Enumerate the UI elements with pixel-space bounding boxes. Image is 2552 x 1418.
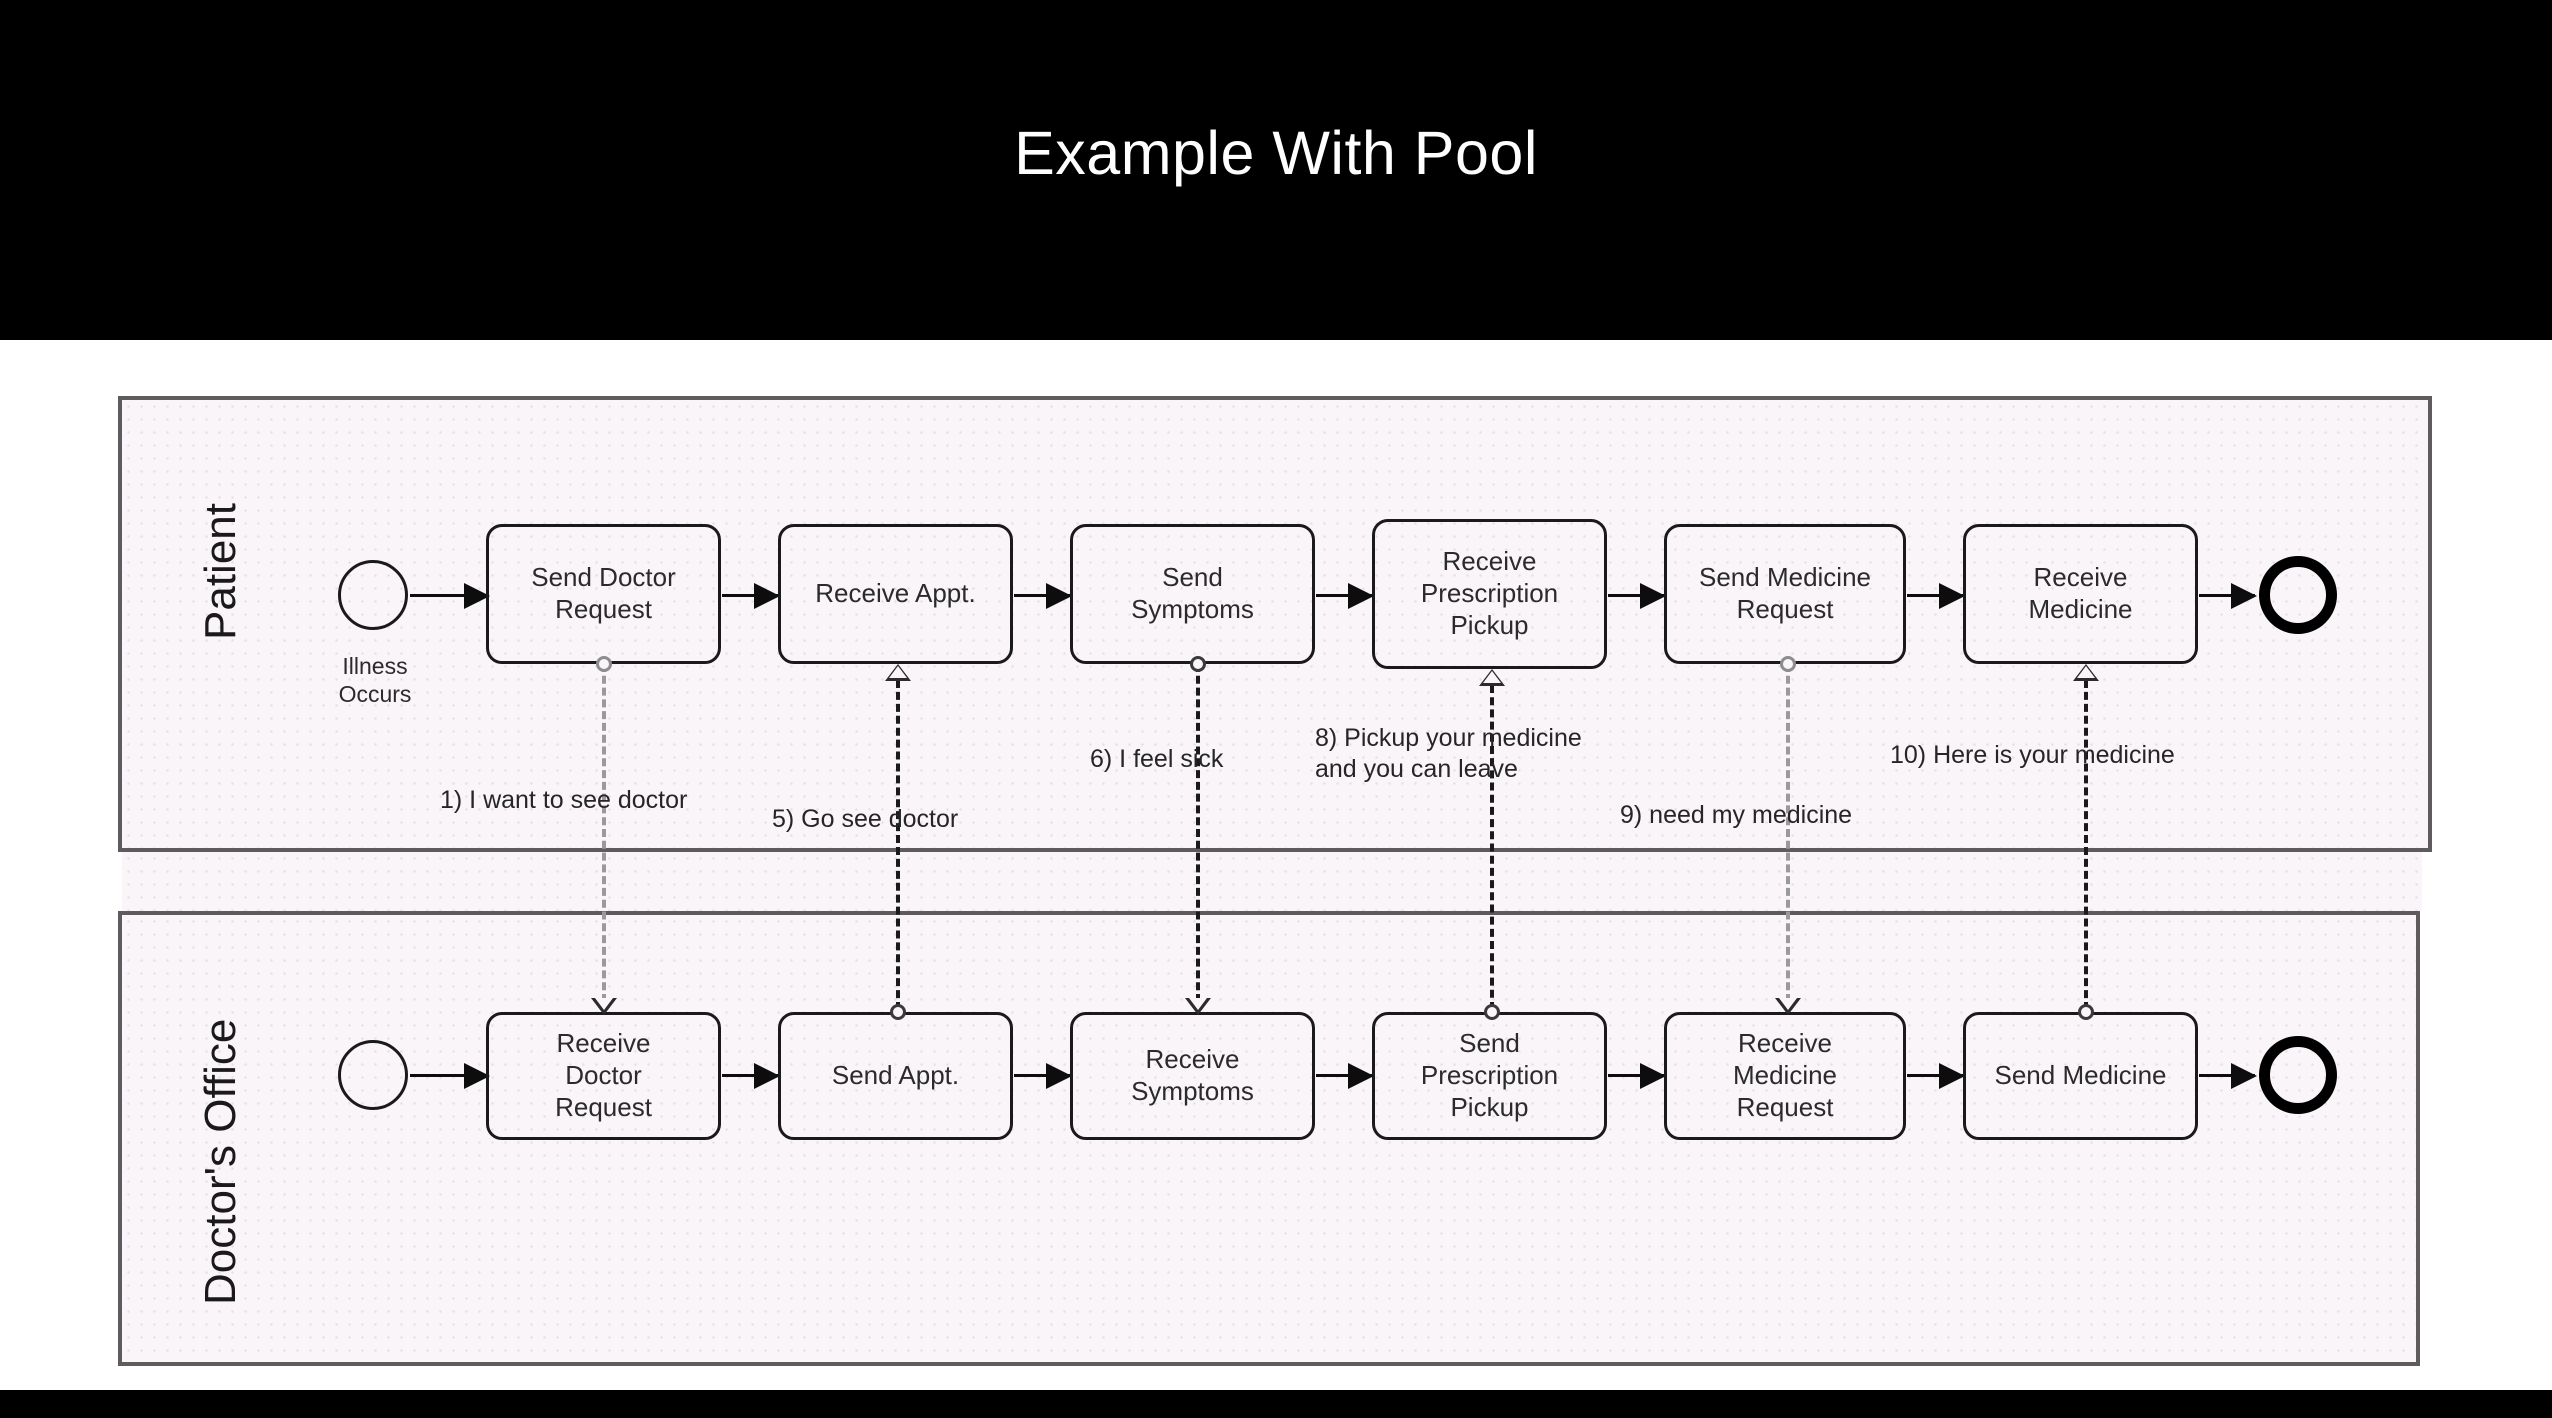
seq-flow-d6 <box>2199 1063 2257 1089</box>
message-flow-1-line <box>602 664 606 1002</box>
seq-flow-p3 <box>1316 583 1374 609</box>
seq-flow-p0 <box>410 583 490 609</box>
message-flow-6-source-icon <box>1190 656 1206 672</box>
doctors-office-end-event[interactable] <box>2259 1036 2337 1114</box>
task-doctor-send-appt[interactable]: Send Appt. <box>778 1012 1013 1140</box>
seq-flow-p6 <box>2199 583 2257 609</box>
patient-start-event[interactable] <box>338 560 408 630</box>
task-patient-send-medicine-request[interactable]: Send Medicine Request <box>1664 524 1906 664</box>
task-patient-send-doctor-request[interactable]: Send Doctor Request <box>486 524 721 664</box>
task-patient-receive-appt[interactable]: Receive Appt. <box>778 524 1013 664</box>
task-doctor-receive-doctor-request[interactable]: Receive Doctor Request <box>486 1012 721 1140</box>
message-flow-6-label: 6) I feel sick <box>1090 745 1224 773</box>
task-doctor-send-prescription-pickup[interactable]: Send Prescription Pickup <box>1372 1012 1607 1140</box>
task-patient-receive-medicine[interactable]: Receive Medicine <box>1963 524 2198 664</box>
message-flow-6-line <box>1196 664 1200 1002</box>
message-flow-5-source-icon <box>890 1004 906 1020</box>
message-flow-5-label: 5) Go see doctor <box>772 805 959 833</box>
seq-flow-d3 <box>1316 1063 1374 1089</box>
task-doctor-receive-symptoms[interactable]: Receive Symptoms <box>1070 1012 1315 1140</box>
task-doctor-send-medicine[interactable]: Send Medicine <box>1963 1012 2198 1140</box>
message-flow-8-label: 8) Pickup your medicine and you can leav… <box>1315 724 1582 784</box>
seq-flow-p4 <box>1608 583 1666 609</box>
message-flow-1-source-icon <box>596 656 612 672</box>
seq-flow-d0 <box>410 1063 490 1089</box>
message-flow-9-source-icon <box>1780 656 1796 672</box>
pool-label-patient: Patient <box>196 503 245 640</box>
doctors-office-start-event[interactable] <box>338 1040 408 1110</box>
message-flow-8-line <box>1490 685 1494 1010</box>
message-flow-9-label: 9) need my medicine <box>1620 801 1853 829</box>
message-flow-10-target-icon <box>2073 664 2099 681</box>
pool-patient[interactable] <box>118 396 2432 852</box>
seq-flow-d1 <box>722 1063 780 1089</box>
seq-flow-p5 <box>1907 583 1965 609</box>
message-flow-9-target-icon <box>1775 998 1801 1015</box>
slide-header-band <box>0 0 2552 340</box>
patient-end-event[interactable] <box>2259 556 2337 634</box>
message-flow-1-label: 1) I want to see doctor <box>440 786 688 814</box>
seq-flow-d2 <box>1014 1063 1072 1089</box>
message-flow-5-line <box>896 680 900 1010</box>
pool-label-doctors-office: Doctor's Office <box>196 1018 245 1305</box>
seq-flow-p1 <box>722 583 780 609</box>
message-flow-8-source-icon <box>1484 1004 1500 1020</box>
message-flow-10-line <box>2084 680 2088 1010</box>
patient-start-event-caption: Illness Occurs <box>338 653 412 708</box>
message-flow-5-target-icon <box>885 664 911 681</box>
task-doctor-receive-medicine-request[interactable]: Receive Medicine Request <box>1664 1012 1906 1140</box>
task-patient-send-symptoms[interactable]: Send Symptoms <box>1070 524 1315 664</box>
seq-flow-p2 <box>1014 583 1072 609</box>
page-title: Example With Pool <box>1014 119 1538 187</box>
message-flow-10-source-icon <box>2078 1004 2094 1020</box>
slide-footer-band <box>0 1390 2552 1418</box>
pool-gap-strip <box>122 852 2422 911</box>
seq-flow-d5 <box>1907 1063 1965 1089</box>
message-flow-6-target-icon <box>1185 998 1211 1015</box>
message-flow-9-line <box>1786 664 1790 1002</box>
seq-flow-d4 <box>1608 1063 1666 1089</box>
message-flow-1-target-icon <box>591 998 617 1015</box>
task-patient-receive-prescription-pickup[interactable]: Receive Prescription Pickup <box>1372 519 1607 669</box>
message-flow-10-label: 10) Here is your medicine <box>1890 741 2175 769</box>
message-flow-8-target-icon <box>1479 669 1505 686</box>
